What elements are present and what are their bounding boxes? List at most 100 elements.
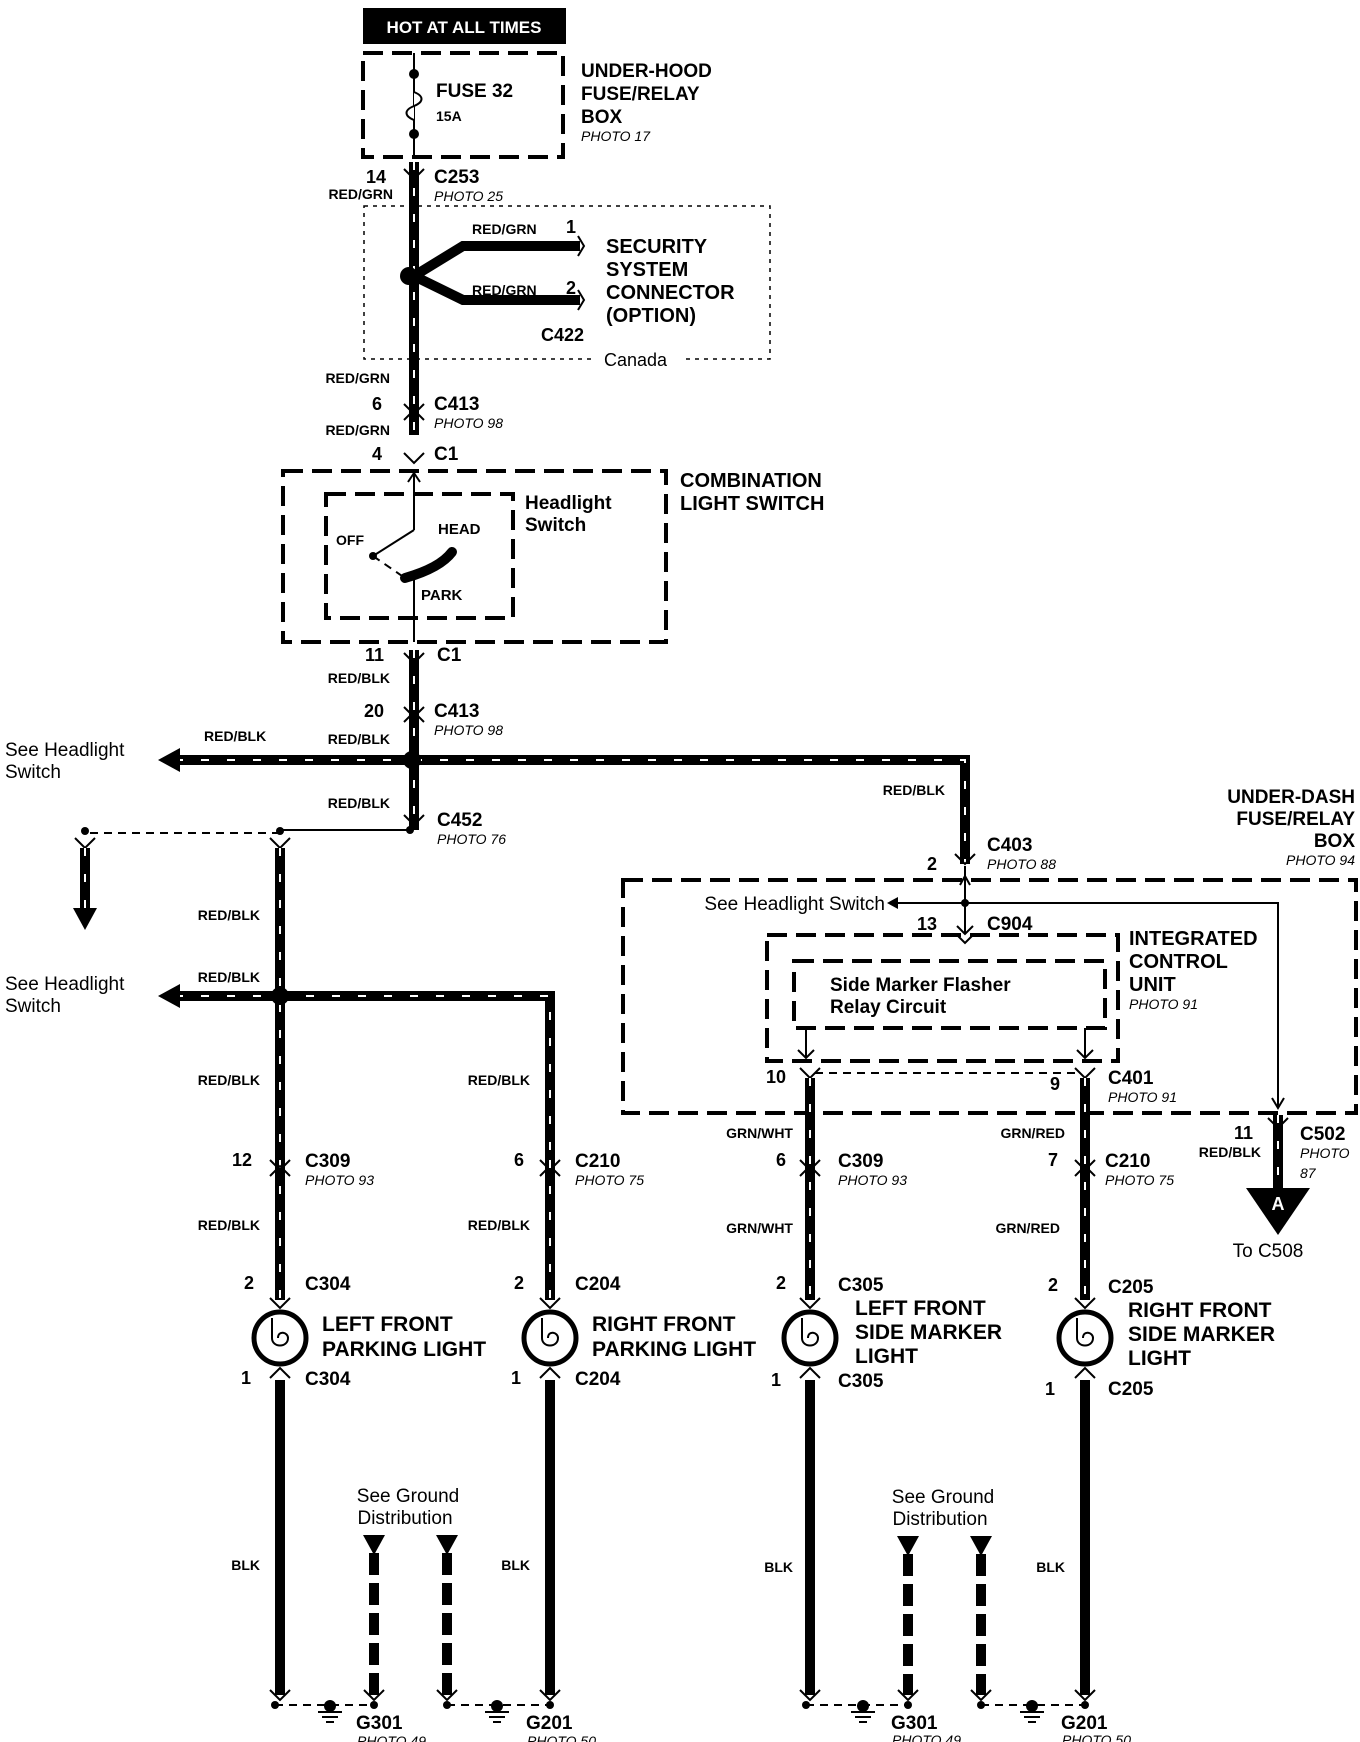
ground-right-g301-photo: PHOTO 49 xyxy=(892,1732,961,1742)
c1-bottom-wire: RED/BLK xyxy=(328,670,390,686)
c502-feed-line xyxy=(965,902,1279,1108)
switch-head-label: HEAD xyxy=(438,521,481,538)
lf-marker-wire-lower: GRN/WHT xyxy=(726,1220,793,1236)
ground-left-see-2: Distribution xyxy=(357,1508,452,1529)
icu-photo: PHOTO 91 xyxy=(1129,996,1198,1012)
icu-label-1: INTEGRATED xyxy=(1129,928,1258,950)
ground-right-see-1: See Ground xyxy=(892,1487,994,1508)
to-c508-arrow-letter: A xyxy=(1272,1194,1285,1214)
c253-name: C253 xyxy=(434,167,479,188)
security-pin-1: 1 xyxy=(566,217,576,237)
lf-park-conn-pin: 12 xyxy=(232,1150,252,1170)
security-pin-2: 2 xyxy=(566,278,576,298)
lf-park-wire-lower: RED/BLK xyxy=(198,1217,260,1233)
c1-bottom-connector-symbol xyxy=(403,652,425,665)
c413a-wire-above: RED/GRN xyxy=(325,370,390,386)
lf-park-conn-photo: PHOTO 93 xyxy=(305,1172,374,1188)
rf-park-conn-name: C210 xyxy=(575,1151,620,1172)
c413a-pin: 6 xyxy=(372,394,382,414)
left-down-arrow xyxy=(73,908,97,930)
ground-g201-left-symbol xyxy=(485,1700,509,1723)
icu-label-3: UNIT xyxy=(1129,974,1176,996)
mid-branch-wire-main: RED/BLK xyxy=(198,1072,260,1088)
ground-left-g301-photo: PHOTO 49 xyxy=(357,1733,426,1742)
c403-name: C403 xyxy=(987,835,1032,856)
c413a-name: C413 xyxy=(434,394,479,415)
c502-photo-1: PHOTO xyxy=(1300,1145,1350,1161)
lf-park-bulb-top-pin: 2 xyxy=(244,1273,254,1293)
to-c508-label: To C508 xyxy=(1233,1241,1304,1262)
ground-right-g201: G201 xyxy=(1061,1713,1108,1734)
security-label-2: SYSTEM xyxy=(606,259,688,281)
rf-marker-wire-upper: GRN/RED xyxy=(1000,1125,1065,1141)
rf-marker-wire-lower: GRN/RED xyxy=(995,1220,1060,1236)
see-headlight-mid-2: Switch xyxy=(5,996,61,1017)
c253-photo: PHOTO 25 xyxy=(434,188,503,204)
c413b-name: C413 xyxy=(434,701,479,722)
fuse-terminal-top xyxy=(409,69,419,79)
security-label-1: SECURITY xyxy=(606,236,708,258)
icu-label-2: CONTROL xyxy=(1129,951,1228,973)
mid-headlight-arrow xyxy=(158,984,180,1008)
lf-marker-conn-photo: PHOTO 93 xyxy=(838,1172,907,1188)
fuse-name: FUSE 32 xyxy=(436,81,513,102)
c401-right-connector-symbol xyxy=(1074,1067,1096,1080)
ground-g201-right-symbol xyxy=(1020,1700,1044,1723)
underdash-fuse-box-outline xyxy=(621,878,1358,1115)
lf-park-label-1: LEFT FRONT xyxy=(322,1313,453,1336)
c502-pin: 11 xyxy=(1234,1123,1253,1143)
rf-park-label-2: PARKING LIGHT xyxy=(592,1338,756,1361)
ground-right-see-2: Distribution xyxy=(892,1509,987,1530)
rf-marker-label-2: SIDE MARKER xyxy=(1128,1323,1275,1346)
left-headlight-arrow xyxy=(158,748,180,772)
rf-park-conn-photo: PHOTO 75 xyxy=(575,1172,644,1188)
c401-pin-left: 10 xyxy=(766,1067,786,1087)
c502-name: C502 xyxy=(1300,1124,1345,1145)
combination-light-switch-outline xyxy=(281,469,668,644)
security-wire-2-label: RED/GRN xyxy=(472,282,537,298)
security-wire-1-label: RED/GRN xyxy=(472,221,537,237)
ground-g301-right-symbol xyxy=(851,1700,875,1723)
rf-marker-conn-name: C210 xyxy=(1105,1151,1150,1172)
integrated-control-unit-outline xyxy=(765,933,1120,1063)
rf-marker-ground-wire-label: BLK xyxy=(1036,1559,1065,1575)
rf-marker-bulb-bot-pin: 1 xyxy=(1045,1379,1055,1399)
see-headlight-left-1: See Headlight xyxy=(5,740,125,761)
left-branch-wire-label: RED/BLK xyxy=(204,728,266,744)
canada-label: Canada xyxy=(604,350,668,370)
c904-name: C904 xyxy=(987,914,1033,935)
c1-bottom-pin: 11 xyxy=(365,645,384,665)
mid-branch-wire-top: RED/BLK xyxy=(198,907,260,923)
lf-marker-wire-upper: GRN/WHT xyxy=(726,1125,793,1141)
rf-marker-conn-top xyxy=(1074,1159,1096,1177)
c253-connector-symbol xyxy=(403,168,425,181)
main-splice xyxy=(403,751,421,769)
rf-marker-bulb xyxy=(1056,1297,1114,1379)
c452-connector-symbol xyxy=(403,814,425,827)
c253-pin: 14 xyxy=(366,167,386,187)
c502-photo-2: 87 xyxy=(1300,1165,1317,1181)
lf-marker-conn-name: C309 xyxy=(838,1151,883,1172)
c403-pin: 2 xyxy=(927,854,937,874)
c401-pin-right: 9 xyxy=(1050,1074,1060,1094)
lf-marker-bulb-top-name: C305 xyxy=(838,1275,884,1296)
underdash-label-3: BOX xyxy=(1314,831,1356,852)
rf-park-ground-wire-label: BLK xyxy=(501,1557,530,1573)
flasher-label-2: Relay Circuit xyxy=(830,997,947,1018)
rf-marker-label-3: LIGHT xyxy=(1128,1347,1191,1370)
c413a-connector-symbol xyxy=(403,403,425,416)
c422-name: C422 xyxy=(541,325,584,345)
rf-marker-bulb-top-pin: 2 xyxy=(1048,1275,1058,1295)
lf-marker-label-2: SIDE MARKER xyxy=(855,1321,1002,1344)
lf-marker-label-3: LIGHT xyxy=(855,1345,918,1368)
switch-off-label: OFF xyxy=(336,532,364,548)
ground-g301-left-symbol xyxy=(318,1700,342,1723)
c452-wire: RED/BLK xyxy=(328,795,390,811)
ground-left-g301: G301 xyxy=(356,1713,403,1734)
rf-park-label-1: RIGHT FRONT xyxy=(592,1313,736,1336)
lf-park-conn-top xyxy=(269,1159,291,1177)
c1-bottom-name: C1 xyxy=(437,645,462,666)
park-contact xyxy=(400,547,457,583)
rf-park-bulb-top-pin: 2 xyxy=(514,1273,524,1293)
flasher-label-1: Side Marker Flasher xyxy=(830,975,1011,996)
